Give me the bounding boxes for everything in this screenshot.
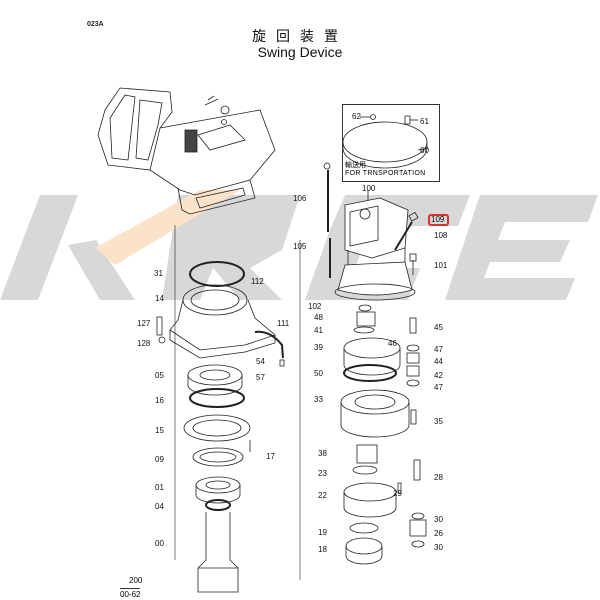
part-label-112[interactable]: 112 bbox=[251, 277, 264, 286]
part-label-127[interactable]: 127 bbox=[137, 319, 151, 328]
part-label-47[interactable]: 47 bbox=[434, 345, 443, 354]
part-label-04[interactable]: 04 bbox=[155, 502, 164, 511]
part-label-18[interactable]: 18 bbox=[318, 545, 327, 554]
part-label-46[interactable]: 46 bbox=[388, 339, 397, 348]
part-label-45[interactable]: 45 bbox=[434, 323, 443, 332]
part-label-00[interactable]: 00 bbox=[155, 539, 164, 548]
part-label-15[interactable]: 15 bbox=[155, 426, 164, 435]
left-column-parts bbox=[156, 225, 285, 593]
part-label-41[interactable]: 41 bbox=[314, 326, 323, 335]
part-label-38[interactable]: 38 bbox=[318, 449, 327, 458]
part-label-31[interactable]: 31 bbox=[154, 269, 163, 278]
excavator-illustration bbox=[97, 87, 276, 215]
part-label-102[interactable]: 102 bbox=[308, 302, 322, 311]
part-label-17[interactable]: 17 bbox=[266, 452, 275, 461]
part-label-54[interactable]: 54 bbox=[256, 357, 265, 366]
part-label-16[interactable]: 16 bbox=[155, 396, 164, 405]
part-label-30[interactable]: 30 bbox=[434, 515, 443, 524]
part-label-26[interactable]: 26 bbox=[434, 529, 443, 538]
page-title-japanese: 旋回装置 bbox=[252, 29, 348, 45]
page-code: 023A bbox=[87, 21, 104, 28]
part-label-101[interactable]: 101 bbox=[434, 261, 448, 270]
part-label-19[interactable]: 19 bbox=[318, 528, 327, 537]
swing-motor-drawing bbox=[323, 162, 419, 301]
part-label-29[interactable]: 29 bbox=[393, 489, 402, 498]
page-title: Swing Device bbox=[257, 44, 343, 60]
transport-cover-drawing bbox=[342, 114, 429, 169]
transport-label: FOR TRNSPORTATION bbox=[345, 170, 426, 177]
part-label-47[interactable]: 47 bbox=[434, 383, 443, 392]
part-label-35[interactable]: 35 bbox=[434, 417, 443, 426]
part-label-111[interactable]: 111 bbox=[277, 319, 290, 328]
part-label-39[interactable]: 39 bbox=[314, 343, 323, 352]
transport-inset-box bbox=[342, 104, 440, 182]
part-label-62[interactable]: 62 bbox=[352, 112, 361, 121]
part-label-33[interactable]: 33 bbox=[314, 395, 323, 404]
part-label-60[interactable]: 60 bbox=[420, 146, 429, 155]
reference-number: 200 bbox=[129, 576, 143, 585]
part-label-57[interactable]: 57 bbox=[256, 373, 265, 382]
part-label-44[interactable]: 44 bbox=[434, 357, 443, 366]
transport-label-japanese: 輸送用 bbox=[345, 161, 366, 169]
watermark-accent bbox=[95, 190, 240, 265]
part-label-48[interactable]: 48 bbox=[314, 313, 323, 322]
part-label-108[interactable]: 108 bbox=[434, 231, 448, 240]
part-label-09[interactable]: 09 bbox=[155, 455, 164, 464]
part-label-23[interactable]: 23 bbox=[318, 469, 327, 478]
part-label-28[interactable]: 28 bbox=[434, 473, 443, 482]
reference-page: 00-62 bbox=[120, 588, 141, 599]
part-label-61[interactable]: 61 bbox=[420, 117, 429, 126]
part-label-05[interactable]: 05 bbox=[155, 371, 164, 380]
highlighted-part-box[interactable] bbox=[428, 214, 449, 226]
part-label-100[interactable]: 100 bbox=[362, 184, 376, 193]
part-label-109[interactable]: 109 bbox=[431, 215, 445, 224]
part-label-22[interactable]: 22 bbox=[318, 491, 327, 500]
part-label-14[interactable]: 14 bbox=[155, 294, 164, 303]
part-label-128[interactable]: 128 bbox=[137, 339, 151, 348]
part-label-01[interactable]: 01 bbox=[155, 483, 164, 492]
right-column-parts bbox=[299, 240, 427, 580]
part-label-106[interactable]: 106 bbox=[293, 194, 307, 203]
part-label-105[interactable]: 105 bbox=[293, 242, 307, 251]
part-label-42[interactable]: 42 bbox=[434, 371, 443, 380]
part-label-50[interactable]: 50 bbox=[314, 369, 323, 378]
part-label-30[interactable]: 30 bbox=[434, 543, 443, 552]
